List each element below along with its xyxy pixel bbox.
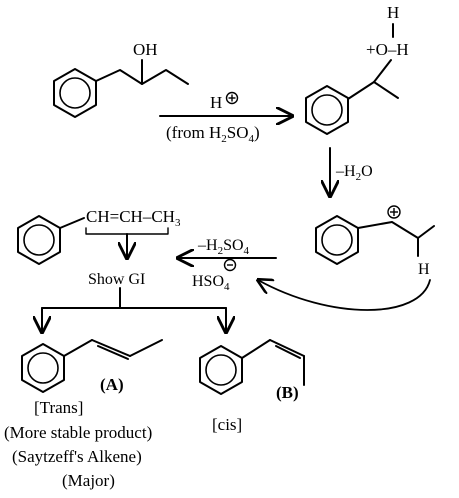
product-a-note-saytzeff: (Saytzeff's Alkene) — [12, 447, 142, 466]
benzene-ring-reactant — [53, 68, 97, 118]
product-a-note-major: (Major) — [62, 471, 115, 490]
step3-reagent: –H2SO4 — [197, 237, 250, 257]
product-b-label: (B) — [276, 383, 299, 402]
product-b-double-bond — [269, 339, 305, 357]
show-gi-label: Show GI — [88, 271, 145, 288]
reactant-oh-label: OH — [133, 40, 158, 59]
step2-reagent: –H2O — [335, 163, 373, 183]
bisulfate-charge — [223, 258, 237, 272]
oxonium-top-h: H — [387, 3, 399, 22]
product-a-methyl-bond — [129, 339, 163, 357]
benzene-ring-product-a — [21, 343, 65, 393]
bisulfate-ion: HSO4 — [192, 273, 230, 293]
product-a-double-bond-inner — [97, 345, 129, 360]
benzene-ring-carbocation — [315, 215, 359, 265]
product-a-stereo: [Trans] — [34, 398, 83, 417]
product-b-bond1 — [241, 339, 271, 359]
product-a-double-bond — [91, 339, 131, 357]
benzene-ring-oxonium — [305, 85, 349, 135]
hydrogen-abstraction-arrow — [258, 280, 431, 311]
product-a-label: (A) — [100, 375, 124, 394]
step1-conditions: (from H2SO4) — [166, 123, 260, 145]
step1-reagent: H — [210, 93, 222, 112]
product-a-bond1 — [63, 339, 93, 357]
oxonium-o-bond — [373, 59, 392, 83]
benzene-ring-product-b — [199, 345, 243, 395]
benzene-ring-alkene — [17, 215, 61, 265]
alkene-attach-bond — [59, 217, 85, 229]
carbocation-side-chain — [357, 221, 435, 239]
oxonium-label: +O–H — [366, 40, 409, 59]
product-b-double-bond-inner — [275, 345, 301, 359]
step1-reagent-charge — [225, 91, 239, 105]
product-a-note-stability: (More stable product) — [4, 423, 152, 442]
carbocation-charge — [387, 205, 401, 219]
product-b-stereo: [cis] — [212, 415, 242, 434]
alkene-formula: CH=CH–CH3 — [86, 207, 181, 229]
oxonium-side-chain — [347, 81, 399, 100]
carbocation-beta-h: H — [418, 261, 430, 278]
